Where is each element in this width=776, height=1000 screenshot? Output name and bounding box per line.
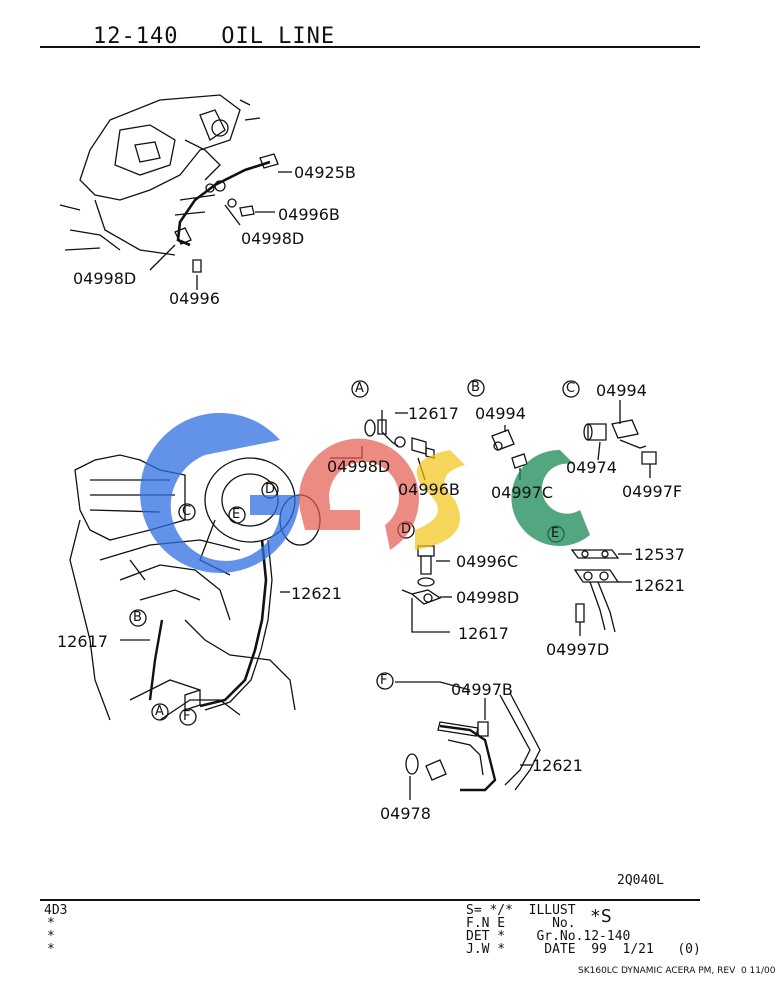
part-label-04996b: 04996B	[278, 205, 340, 224]
gsc-watermark	[140, 412, 590, 573]
detail-f-04997b: 04997B	[451, 680, 513, 699]
detail-a-04998d: 04998D	[327, 457, 391, 476]
detail-f-04978: 04978	[380, 804, 431, 823]
part-label-04996: 04996	[169, 289, 220, 308]
detail-e-drawing	[570, 549, 632, 636]
callout-f-header: F	[380, 673, 388, 688]
top-engine-drawing	[59, 94, 292, 290]
detail-c-04997f: 04997F	[622, 482, 683, 501]
callout-c-header: C	[566, 381, 576, 396]
main-12621: 12621	[291, 584, 342, 603]
footer-star-1: *	[47, 916, 55, 931]
detail-b-04994: 04994	[475, 404, 526, 423]
detail-d-drawing	[401, 545, 452, 633]
detail-a-04996b: 04996B	[398, 480, 460, 499]
footer-jw-line: J.W * DATE 99 1/21 (0)	[466, 942, 701, 957]
callout-a-main: A	[155, 704, 164, 719]
callout-f-main: F	[183, 709, 191, 724]
detail-a-12617: 12617	[408, 404, 459, 423]
detail-c-04974: 04974	[566, 458, 617, 477]
footer-star-3: *	[47, 942, 55, 957]
page-title: 12-140 OIL LINE	[93, 24, 336, 49]
illustration-code: 2Q040L	[617, 873, 664, 888]
part-label-04925b: 04925B	[294, 163, 356, 182]
footer-doc-ref: SK160LC DYNAMIC ACERA PM, REV 0 11/00	[578, 966, 776, 976]
detail-d-04996c: 04996C	[456, 552, 519, 571]
detail-d-12617: 12617	[458, 624, 509, 643]
callout-e-header: E	[551, 526, 560, 541]
detail-f-drawing	[395, 681, 541, 800]
footer-model: 4D3	[44, 903, 68, 918]
callout-e-main: E	[232, 507, 241, 522]
detail-c-04994: 04994	[596, 381, 647, 400]
footer-star-2: *	[47, 929, 55, 944]
callout-a-header: A	[355, 381, 364, 396]
footer-illust-mark: *S	[590, 906, 612, 927]
main-engine-drawing	[69, 454, 321, 721]
main-12617: 12617	[57, 632, 108, 651]
part-label-04998d-upper: 04998D	[241, 229, 305, 248]
callout-d-header: D	[401, 522, 412, 537]
callout-b-header: B	[471, 380, 480, 395]
footer-fne-line: F.N E No.	[466, 916, 576, 931]
header-rule	[40, 46, 700, 48]
detail-f-12621: 12621	[532, 756, 583, 775]
detail-e-04997d: 04997D	[546, 640, 610, 659]
detail-c-drawing	[583, 400, 657, 478]
footer-s-line: S= */* ILLUST	[466, 903, 576, 918]
detail-e-12537: 12537	[634, 545, 685, 564]
part-label-04998d-lower: 04998D	[73, 269, 137, 288]
detail-b-04997c: 04997C	[491, 483, 554, 502]
callout-c-main: C	[182, 504, 192, 519]
detail-d-04998d: 04998D	[456, 588, 520, 607]
detail-e-12621: 12621	[634, 576, 685, 595]
callout-b-main: B	[133, 610, 142, 625]
footer-det-line: DET * Gr.No.12-140	[466, 929, 631, 944]
callout-d-main: D	[265, 482, 276, 497]
